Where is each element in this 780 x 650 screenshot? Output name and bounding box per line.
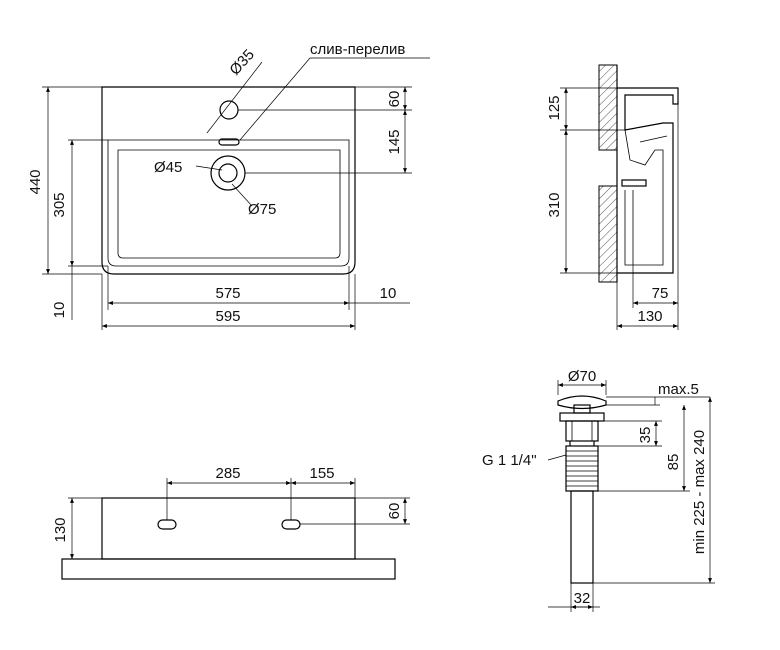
mounting-hole-right [281, 519, 301, 530]
drain-depth-label: 75 [652, 285, 669, 302]
wall-upper [598, 64, 618, 151]
front-view: 285 155 130 60 [52, 465, 410, 580]
overflow-leader [239, 57, 311, 141]
drain-fitting: Ø70 max.5 35 85 min 225 - max 240 G 1 1/… [482, 368, 715, 612]
overflow-label: слив-перелив [310, 41, 405, 58]
pipe-width-label: 32 [574, 590, 591, 607]
drain-outer [210, 155, 246, 191]
total-depth-label: 130 [637, 308, 662, 325]
side-view: 125 310 75 130 [546, 64, 679, 330]
thread-leader [547, 454, 567, 461]
tap-offset-label: 60 [386, 91, 403, 108]
hole-spacing-label: 285 [215, 465, 240, 482]
drain-inner [218, 163, 238, 183]
basin-front-body [101, 497, 356, 560]
total-width-label: 595 [215, 308, 240, 325]
bowl-depth-label: 305 [51, 192, 68, 217]
tap-diameter-leader [206, 61, 263, 134]
basin-outline [101, 86, 356, 275]
thread-lines [566, 450, 598, 487]
mounting-hole-left [157, 519, 177, 530]
wall-lower [598, 185, 618, 283]
bowl-height-label: 310 [546, 192, 563, 217]
drain-outer-leader [231, 183, 253, 207]
cap-diameter-label: Ø70 [568, 368, 596, 385]
hole-side-label: 155 [309, 465, 334, 482]
drain-inner-diameter-label: Ø45 [154, 159, 182, 176]
drain-outer-diameter-label: Ø75 [248, 201, 276, 218]
range-dim-label: min 225 - max 240 [691, 430, 708, 554]
drain-collar [565, 420, 599, 442]
drain-threaded-body [565, 445, 599, 492]
depth-total-label: 440 [27, 169, 44, 194]
drain-offset-label: 145 [386, 129, 403, 154]
side-edge-label: 10 [380, 285, 397, 302]
drain-inner-leader [195, 165, 223, 171]
drain-flange [559, 412, 605, 422]
thread-label: G 1 1/4" [482, 452, 537, 469]
tap-hole [219, 100, 239, 120]
hole-height-label: 60 [386, 503, 403, 520]
bowl-width-label: 575 [215, 285, 240, 302]
front-edge-label: 10 [51, 302, 68, 319]
bowl-outline [107, 139, 350, 267]
drain-pipe-tail [570, 490, 594, 584]
countertop [61, 558, 396, 580]
drain-cap [557, 395, 607, 410]
overflow-slot [218, 138, 240, 146]
basin-profile [617, 87, 679, 274]
cap-max-gap-label: max.5 [658, 381, 699, 398]
rim-height-label: 125 [546, 95, 563, 120]
bowl-inner-outline [117, 149, 341, 259]
drain-pipe [621, 179, 647, 187]
flange-dim-label: 35 [637, 427, 654, 444]
body-dim-label: 85 [665, 454, 682, 471]
top-view: Ø35 слив-перелив Ø45 Ø75 440 305 10 60 1… [27, 41, 430, 330]
front-height-label: 130 [52, 517, 69, 542]
